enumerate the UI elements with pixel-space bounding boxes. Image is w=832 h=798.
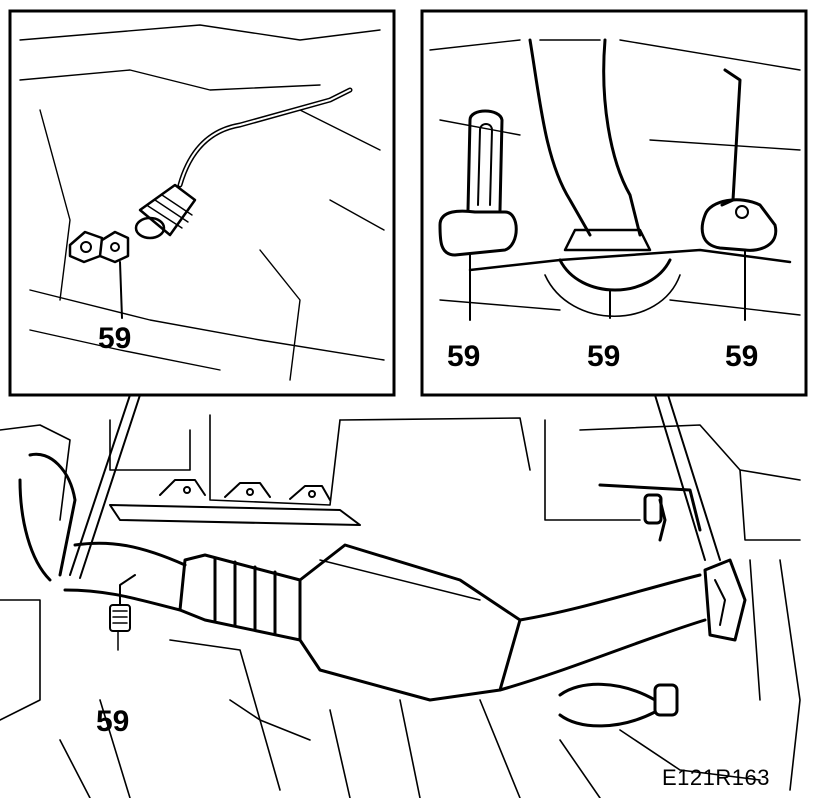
oxygen-sensor-main: [109, 574, 136, 651]
callout-59-right-inset-right: 59: [725, 340, 758, 373]
main-view: 59: [0, 394, 801, 798]
inset-leader-lines: [69, 394, 721, 579]
right-inset: 59 59 59: [420, 9, 808, 397]
figure-code: E121R163: [662, 765, 770, 790]
callout-59-left-inset: 59: [98, 322, 131, 355]
callout-59-right-inset-left: 59: [447, 340, 480, 373]
rear-rubber-hanger: [558, 483, 702, 728]
callout-59-main: 59: [96, 705, 129, 738]
right-inset-frame: [420, 9, 808, 397]
left-inset-drawing: [19, 24, 385, 381]
left-inset-leader: [119, 261, 123, 319]
rear-exhaust-pipe: [498, 573, 707, 692]
right-flange: [703, 558, 747, 642]
catalytic-converter: [178, 543, 522, 702]
right-inset-drawing: [429, 38, 801, 317]
callout-59-right-inset-center: 59: [587, 340, 620, 373]
front-exhaust-pipe: [18, 452, 187, 612]
right-inset-leaders: [469, 249, 746, 321]
heat-shield: [109, 479, 361, 526]
left-inset: 59: [8, 9, 396, 397]
chassis-background: [0, 414, 801, 798]
